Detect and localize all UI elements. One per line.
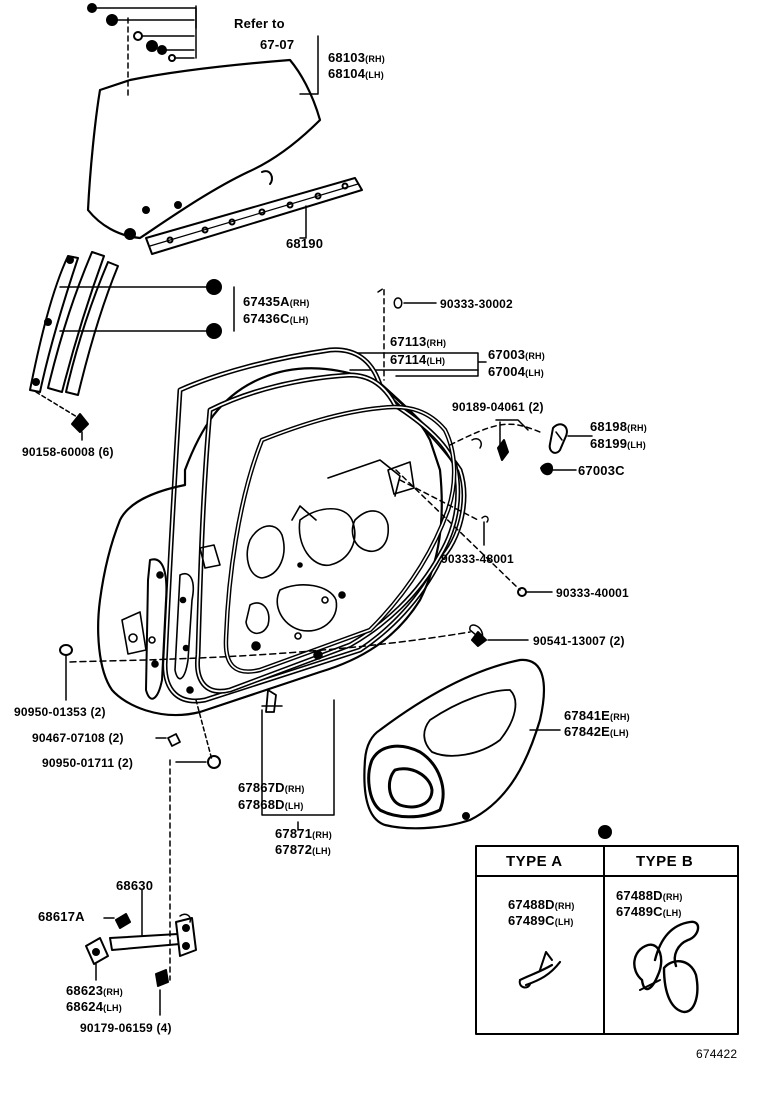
label-90333-30002: 90333-30002 [440, 297, 513, 311]
label-90950-01353: 90950-01353 (2) [14, 705, 106, 719]
label-68199: 68199(LH) [590, 436, 646, 451]
label-68623: 68623(RH) [66, 983, 123, 998]
label-67867: 67867D(RH) [238, 780, 305, 795]
label-90950-01711: 90950-01711 (2) [42, 756, 134, 770]
label-68630: 68630 [116, 878, 154, 893]
type-b-header: TYPE B [636, 853, 694, 870]
door-check [85, 759, 197, 1016]
label-67841: 67841E(RH) [564, 708, 630, 723]
label-90467: 90467-07108 (2) [32, 731, 124, 745]
label-68104: 68104(LH) [328, 66, 384, 81]
label-67004: 67004(LH) [488, 364, 544, 379]
label-90179: 90179-06159 (4) [80, 1021, 172, 1035]
label-67436: 67436C(LH) [243, 311, 309, 326]
label-68624: 68624(LH) [66, 999, 122, 1014]
service-hole-cover [363, 658, 546, 830]
door-glass [86, 58, 322, 240]
label-67003: 67003(RH) [488, 347, 545, 362]
label-67003c: 67003C [578, 463, 625, 478]
type-a-header: TYPE A [506, 853, 563, 870]
hinge-area [121, 558, 195, 700]
label-68198: 68198(RH) [590, 419, 647, 434]
label-67872: 67872(LH) [275, 842, 331, 857]
label-67435: 67435A(RH) [243, 294, 310, 309]
label-68190: 68190 [286, 236, 324, 251]
glass-channel [145, 177, 363, 255]
label-refer-to: Refer to [234, 16, 285, 31]
type-box [475, 825, 739, 1035]
label-refer-to-num: 67-07 [260, 37, 295, 52]
label-67868: 67868D(LH) [238, 797, 304, 812]
label-68617: 68617A [38, 909, 85, 924]
label-90541: 90541-13007 (2) [533, 634, 625, 648]
label-type-a-67489: 67489C(LH) [508, 913, 574, 928]
label-67871: 67871(RH) [275, 826, 332, 841]
door-inner-panel [199, 459, 415, 660]
door-shell [97, 367, 443, 717]
label-90333-40001: 90333-40001 [556, 586, 629, 600]
label-type-b-67488: 67488D(RH) [616, 888, 683, 903]
glass-fasteners [87, 3, 197, 96]
label-68103: 68103(RH) [328, 50, 385, 65]
label-90158: 90158-60008 (6) [22, 445, 114, 459]
label-67113: 67113(RH) [390, 334, 447, 349]
label-90333-48001: 90333-48001 [441, 552, 514, 566]
label-67114: 67114(LH) [390, 352, 446, 367]
label-67842: 67842E(LH) [564, 724, 629, 739]
label-type-a-67488: 67488D(RH) [508, 897, 575, 912]
run-channels [29, 251, 235, 441]
diagram-ref-code: 674422 [696, 1047, 738, 1061]
label-type-b-67489: 67489C(LH) [616, 904, 682, 919]
label-90189: 90189-04061 (2) [452, 400, 544, 414]
